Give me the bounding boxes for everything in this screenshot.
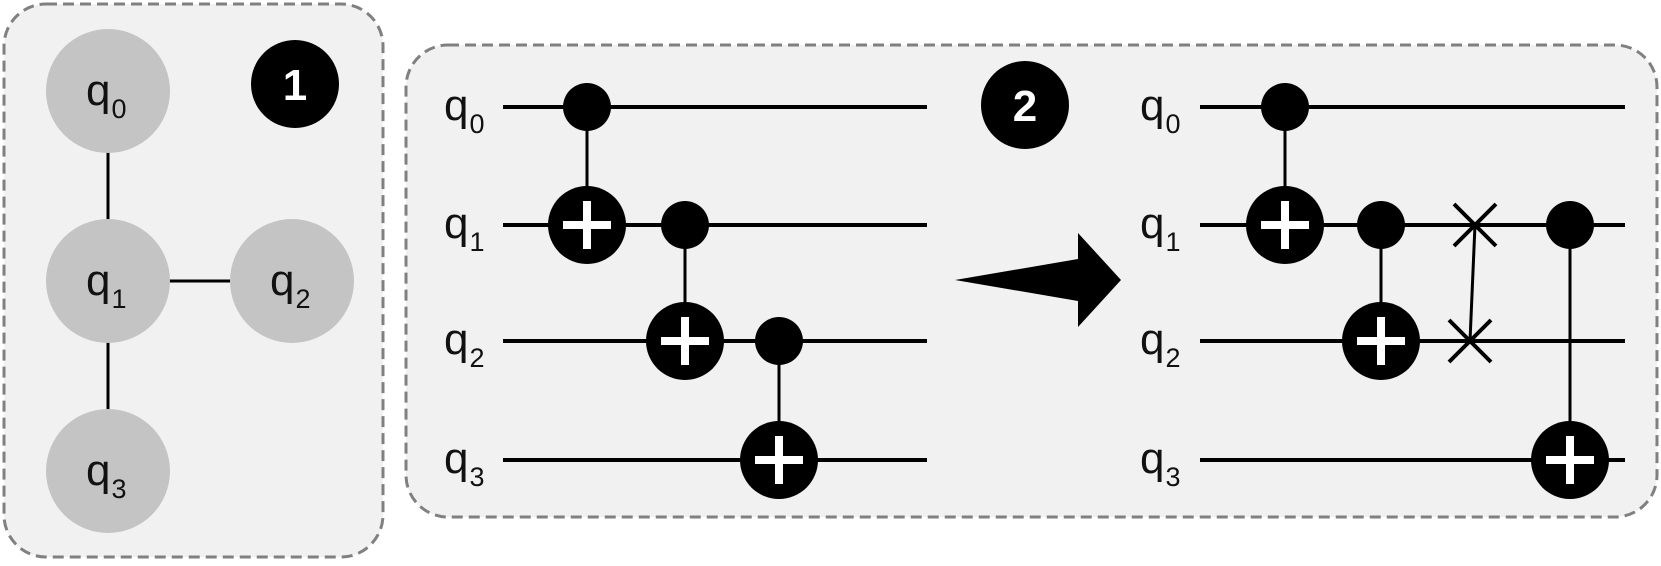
coupling-node-q3: q3 [46,409,170,533]
qubit-label: q1 [444,199,485,257]
coupling-node-q0: q0 [46,29,170,153]
node-label: q [86,66,110,115]
qubit-label: q1 [1140,199,1181,257]
node-label: q [86,256,110,305]
coupling-map-panel: q0 q1 q2 q3 1 [2,2,385,559]
badge-circle [981,61,1069,149]
qubit-label-sub: 2 [469,343,484,373]
swap-cross-b [1452,202,1498,248]
node-sub: 2 [295,284,310,314]
qubit-label-sub: 0 [1165,109,1180,139]
qubit-label-sub: 3 [469,462,484,492]
qubit-label-sub: 1 [1165,227,1180,257]
node-circle [46,219,170,343]
qubit-label: q0 [1140,81,1181,139]
qubit-label-main: q [1140,199,1164,248]
qubit-label-main: q [1140,434,1164,483]
badge-circle [251,40,339,128]
node-label: q [270,256,294,305]
badge-1: 1 [251,40,339,128]
coupling-node-q1: q1 [46,219,170,343]
cnot-control-dot [755,317,803,365]
swap-connector [1468,224,1477,342]
transform-badge: 2 [981,61,1069,149]
qubit-label-main: q [1140,81,1164,130]
arrow-right-icon [955,233,1121,327]
badge-number: 2 [1013,82,1037,131]
svg-text:q0: q0 [86,66,127,124]
svg-text:q2: q2 [270,256,311,314]
node-circle [46,29,170,153]
qubit-label-main: q [444,81,468,130]
cnot-control-dot [563,83,611,131]
qubit-label: q3 [1140,434,1181,492]
cnot-control-dot [661,201,709,249]
qubit-label: q3 [444,434,485,492]
qubit-label: q2 [444,315,485,373]
swap-cross-b [1447,318,1493,364]
coupling-edges [106,150,230,410]
cnot-control-dot [1546,201,1594,249]
badge-number: 1 [283,61,307,110]
node-sub: 3 [111,474,126,504]
coupling-node-q2: q2 [230,219,354,343]
cnot-control-dot [1261,83,1309,131]
node-circle [46,409,170,533]
qubit-label: q0 [444,81,485,139]
cnot-control-dot [1357,201,1405,249]
qubit-label-sub: 0 [469,109,484,139]
qubit-label-sub: 3 [1165,462,1180,492]
qubit-label-sub: 2 [1165,343,1180,373]
node-circle [230,219,354,343]
qubit-label-main: q [444,434,468,483]
qubit-label-main: q [444,315,468,364]
node-label: q [86,446,110,495]
qubit-label-sub: 1 [469,227,484,257]
node-sub: 1 [111,284,126,314]
qubit-label-main: q [1140,315,1164,364]
qubit-label-main: q [444,199,468,248]
node-sub: 0 [111,94,126,124]
svg-text:q1: q1 [86,256,127,314]
svg-text:q3: q3 [86,446,127,504]
qubit-label: q2 [1140,315,1181,373]
